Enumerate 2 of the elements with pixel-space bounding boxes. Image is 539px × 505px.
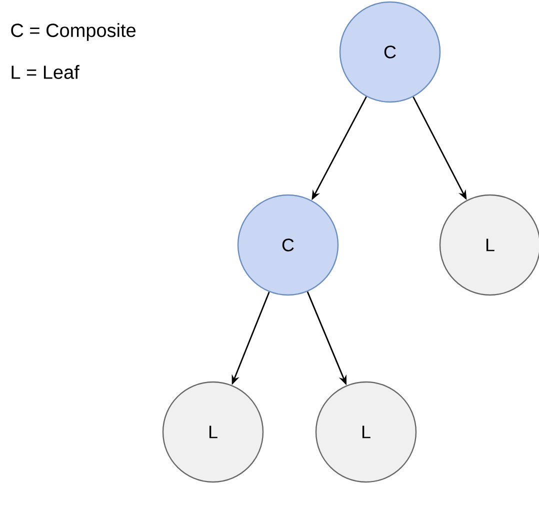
legend-text: C = Composite [11,23,136,41]
legend-text: L = Leaf [12,65,80,79]
